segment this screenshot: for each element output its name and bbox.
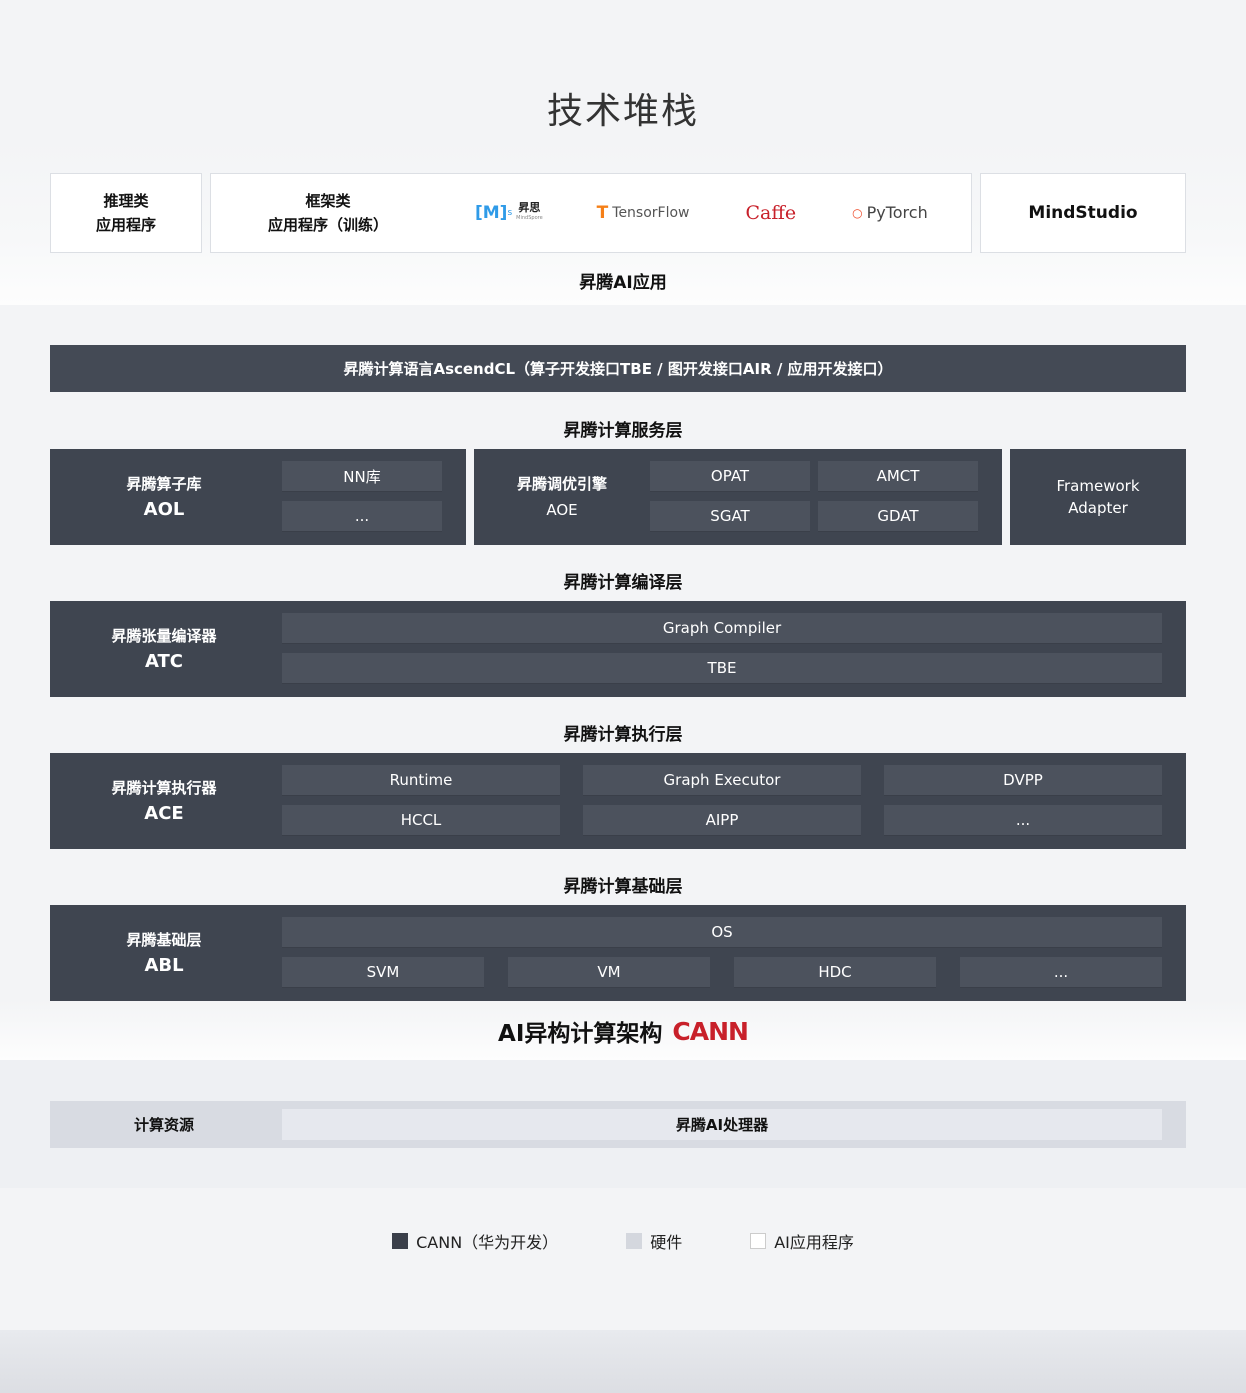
cann-label: AI异构计算架构 CANN xyxy=(0,1014,1246,1048)
abl-item-os: OS xyxy=(282,917,1162,948)
aol-cn-label: 昇腾算子库 xyxy=(126,475,202,493)
hardware-label: 计算资源 xyxy=(133,1116,194,1134)
compile-layer-label: 昇腾计算编译层 xyxy=(563,573,683,593)
service-layer-label: 昇腾计算服务层 xyxy=(563,421,683,441)
inference-app-box: 推理类 应用程序 xyxy=(50,173,202,253)
atc-en-label: ATC xyxy=(144,651,184,672)
framework-app-box: 框架类 应用程序（训练） [M] s 昇思 MindSpore T Tensor… xyxy=(210,173,972,253)
aoe-item-opat: OPAT xyxy=(650,461,810,492)
legend-label-ai-app: AI应用程序 xyxy=(774,1233,854,1252)
aoe-item-amct: AMCT xyxy=(818,461,978,492)
tensorflow-logo: T TensorFlow xyxy=(596,203,690,223)
ace-item-graph-executor: Graph Executor xyxy=(583,765,861,796)
abl-block: 昇腾基础层 ABL OS SVM VM HDC ... xyxy=(50,905,1186,1001)
aol-block: 昇腾算子库 AOL NN库 ... xyxy=(50,449,466,545)
atc-cn-label: 昇腾张量编译器 xyxy=(111,627,217,645)
legend-label-cann: CANN（华为开发） xyxy=(416,1233,559,1252)
atc-block: 昇腾张量编译器 ATC Graph Compiler TBE xyxy=(50,601,1186,697)
tensorflow-icon: T xyxy=(596,203,609,223)
legend-swatch-ai-app xyxy=(750,1233,767,1249)
cann-brand-logo: CANN xyxy=(672,1016,749,1046)
aol-item-more: ... xyxy=(282,501,442,532)
abl-en-label: ABL xyxy=(144,955,184,976)
caffe-logo: Caffe xyxy=(745,202,797,224)
aol-en-label: AOL xyxy=(143,499,185,520)
abl-cn-label: 昇腾基础层 xyxy=(126,931,202,949)
app-layer-label: 昇腾AI应用 xyxy=(579,273,667,293)
ace-item-aipp: AIPP xyxy=(583,805,861,836)
page-title: 技术堆栈 xyxy=(546,91,699,132)
footer-band xyxy=(0,1330,1246,1393)
atc-item-graph-compiler: Graph Compiler xyxy=(282,613,1162,644)
abl-item-vm: VM xyxy=(508,957,710,988)
exec-layer-label: 昇腾计算执行层 xyxy=(563,725,683,745)
cann-band-background xyxy=(0,1000,1246,1060)
ace-cn-label: 昇腾计算执行器 xyxy=(111,779,217,797)
hardware-processor: 昇腾AI处理器 xyxy=(282,1109,1162,1140)
aoe-item-sgat: SGAT xyxy=(650,501,810,532)
legend-item-cann: CANN（华为开发） xyxy=(392,1229,558,1253)
legend-swatch-hardware xyxy=(626,1233,643,1249)
framework-adapter-block: Framework Adapter xyxy=(1010,449,1186,545)
aoe-item-gdat: GDAT xyxy=(818,501,978,532)
inference-app-line2: 应用程序 xyxy=(95,216,156,234)
ascendcl-strip: 昇腾计算语言AscendCL（算子开发接口TBE / 图开发接口AIR / 应用… xyxy=(50,345,1186,392)
base-layer-label: 昇腾计算基础层 xyxy=(563,877,683,897)
legend-label-hardware: 硬件 xyxy=(650,1233,683,1252)
aoe-cn-label: 昇腾调优引擎 xyxy=(516,475,607,493)
framework-adapter-line1: Framework xyxy=(1056,477,1140,495)
aoe-block: 昇腾调优引擎 AOE OPAT AMCT SGAT GDAT xyxy=(474,449,1002,545)
abl-item-svm: SVM xyxy=(282,957,484,988)
pytorch-logo: ○ PyTorch xyxy=(852,201,928,225)
ace-item-runtime: Runtime xyxy=(282,765,560,796)
ace-item-more: ... xyxy=(884,805,1162,836)
ace-en-label: ACE xyxy=(144,803,184,824)
framework-app-line2: 应用程序（训练） xyxy=(267,216,388,234)
mindstudio-box: MindStudio xyxy=(980,173,1186,253)
framework-app-line1: 框架类 xyxy=(305,192,351,210)
legend-swatch-cann xyxy=(392,1233,409,1249)
legend-item-hardware: 硬件 xyxy=(626,1229,682,1253)
legend-item-ai-app: AI应用程序 xyxy=(750,1229,854,1253)
atc-item-tbe: TBE xyxy=(282,653,1162,684)
aol-item-nn: NN库 xyxy=(282,461,442,492)
framework-logos: [M] s 昇思 MindSpore T TensorFlow Caffe ○ … xyxy=(445,201,928,225)
abl-item-more: ... xyxy=(960,957,1162,988)
inference-app-line1: 推理类 xyxy=(103,192,149,210)
framework-adapter-line2: Adapter xyxy=(1068,499,1128,517)
ace-item-dvpp: DVPP xyxy=(884,765,1162,796)
ace-block: 昇腾计算执行器 ACE Runtime Graph Executor DVPP … xyxy=(50,753,1186,849)
ace-item-hccl: HCCL xyxy=(282,805,560,836)
cann-label-text: AI异构计算架构 xyxy=(498,1021,663,1047)
mindspore-logo: [M] s 昇思 MindSpore xyxy=(475,201,543,223)
pytorch-flame-icon: ○ xyxy=(852,206,863,220)
aoe-en-label: AOE xyxy=(546,501,578,519)
hardware-block: 计算资源 昇腾AI处理器 xyxy=(50,1101,1186,1148)
legend: CANN（华为开发） 硬件 AI应用程序 xyxy=(0,1229,1246,1253)
abl-item-hdc: HDC xyxy=(734,957,936,988)
